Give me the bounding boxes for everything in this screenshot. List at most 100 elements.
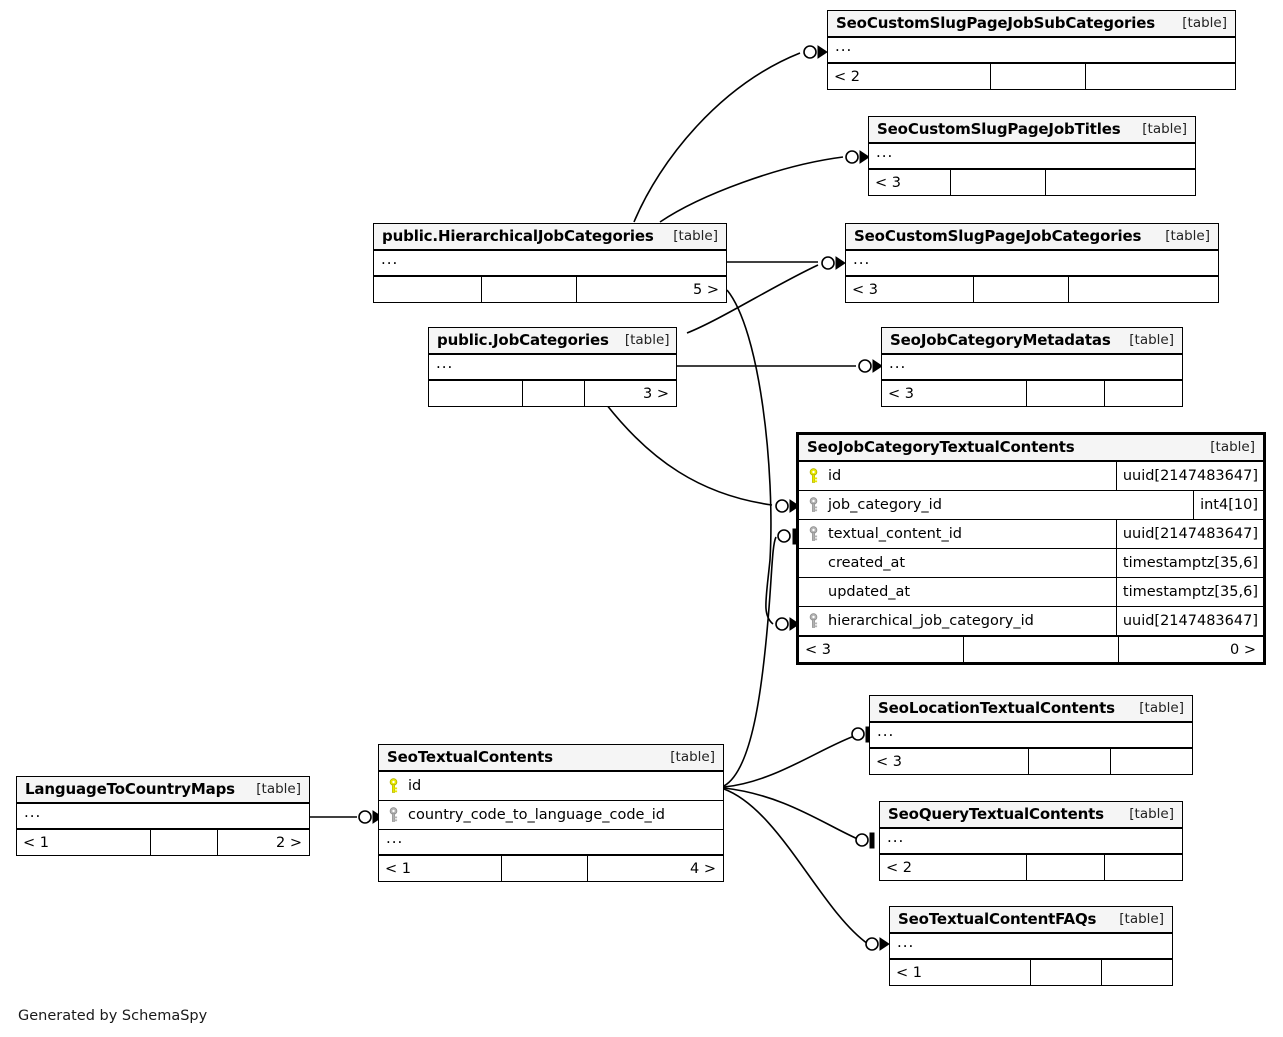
table-node-seo-textual-contents[interactable]: SeoTextualContents [table] id	[378, 744, 724, 882]
table-type-tag: [table]	[1119, 911, 1164, 927]
footer-middle	[1026, 855, 1104, 880]
footer-incoming-count: < 2	[886, 859, 912, 876]
column-type: int4[10]	[1193, 491, 1263, 519]
table-node-seo-job-category-metadatas[interactable]: SeoJobCategoryMetadatas [table] ... < 3	[881, 327, 1183, 407]
table-footer: < 2	[880, 854, 1182, 880]
table-footer: < 3	[882, 380, 1182, 406]
table-node-seo-query-textual-contents[interactable]: SeoQueryTextualContents [table] ... < 2	[879, 801, 1183, 881]
table-row[interactable]: id uuid[2147483647]	[799, 462, 1263, 491]
table-node-seo-custom-slug-page-job-sub-categories[interactable]: SeoCustomSlugPageJobSubCategories [table…	[827, 10, 1236, 90]
column-cell: hierarchical_job_category_id	[799, 613, 1116, 629]
column-name: country_code_to_language_code_id	[408, 807, 665, 823]
edge-hierarchical-to-jobcategorytextual-hierarchical	[726, 289, 774, 625]
table-footer: 3 >	[429, 380, 676, 406]
footer-middle	[1028, 749, 1110, 774]
footer-incoming-count: < 1	[896, 964, 922, 981]
table-title-bar: public.JobCategories [table]	[429, 328, 676, 355]
column-cell: id	[799, 468, 1116, 484]
footer-incoming-count: < 1	[385, 860, 411, 877]
column-name: hierarchical_job_category_id	[828, 613, 1034, 629]
footer-middle	[522, 381, 584, 406]
table-node-seo-custom-slug-page-job-titles[interactable]: SeoCustomSlugPageJobTitles [table] ... <…	[868, 116, 1196, 196]
column-cell: job_category_id	[799, 497, 1193, 513]
primary-key-icon	[389, 778, 398, 793]
table-row[interactable]: created_at timestamptz[35,6]	[799, 549, 1263, 578]
table-name: SeoTextualContentFAQs	[898, 910, 1097, 928]
footer-incoming-count: < 3	[805, 641, 831, 658]
footer-incoming-count: < 3	[876, 753, 902, 770]
collapsed-columns-row: ...	[880, 828, 1182, 854]
foreign-key-icon	[809, 526, 818, 541]
table-row[interactable]: updated_at timestamptz[35,6]	[799, 578, 1263, 607]
table-name: SeoTextualContents	[387, 748, 553, 766]
footer-middle	[963, 637, 1118, 662]
table-footer: < 1 4 >	[379, 855, 723, 881]
table-row[interactable]: textual_content_id uuid[2147483647]	[799, 520, 1263, 549]
table-name: SeoQueryTextualContents	[888, 805, 1104, 823]
column-name: id	[408, 778, 422, 794]
table-name: SeoCustomSlugPageJobCategories	[854, 227, 1142, 245]
column-cell: country_code_to_language_code_id	[379, 807, 723, 823]
table-row[interactable]: country_code_to_language_code_id	[379, 801, 723, 830]
footer-outgoing-count	[1101, 960, 1172, 985]
collapsed-columns-row: ...	[890, 933, 1172, 959]
column-name: job_category_id	[828, 497, 942, 513]
edge-textualcontents-to-querytextualcontents	[723, 787, 861, 841]
column-name: textual_content_id	[828, 526, 962, 542]
footer-outgoing-count: 3 >	[584, 381, 676, 406]
collapsed-columns-row: ...	[882, 354, 1182, 380]
footer-outgoing-count	[1104, 855, 1182, 880]
table-title-bar: SeoJobCategoryMetadatas [table]	[882, 328, 1182, 355]
footer-middle	[973, 277, 1068, 302]
table-node-public-job-categories[interactable]: public.JobCategories [table] ... 3 >	[428, 327, 677, 407]
table-row[interactable]: job_category_id int4[10]	[799, 491, 1263, 520]
table-title-bar: SeoQueryTextualContents [table]	[880, 802, 1182, 829]
table-type-tag: [table]	[1210, 439, 1255, 455]
foreign-key-icon	[809, 613, 818, 628]
footer-outgoing-count: 2 >	[217, 830, 309, 855]
table-title-bar: SeoCustomSlugPageJobSubCategories [table…	[828, 11, 1235, 38]
column-cell: textual_content_id	[799, 526, 1116, 542]
table-type-tag: [table]	[1142, 121, 1187, 137]
collapsed-columns-row: ...	[870, 722, 1192, 748]
generator-credit: Generated by SchemaSpy	[18, 1008, 208, 1024]
table-title-bar: public.HierarchicalJobCategories [table]	[374, 224, 726, 251]
column-type: timestamptz[35,6]	[1115, 549, 1263, 577]
foreign-key-icon	[809, 497, 818, 512]
footer-outgoing-count	[1045, 170, 1195, 195]
column-type: uuid[2147483647]	[1115, 520, 1263, 548]
column-type: uuid[2147483647]	[1115, 462, 1263, 490]
table-node-seo-location-textual-contents[interactable]: SeoLocationTextualContents [table] ... <…	[869, 695, 1193, 775]
footer-middle	[1030, 960, 1101, 985]
table-node-seo-job-category-textual-contents[interactable]: SeoJobCategoryTextualContents [table] id…	[796, 432, 1266, 665]
table-row[interactable]: hierarchical_job_category_id uuid[214748…	[799, 607, 1263, 636]
table-node-language-to-country-maps[interactable]: LanguageToCountryMaps [table] ... < 1 2 …	[16, 776, 310, 856]
column-cell: updated_at	[799, 584, 1116, 600]
collapsed-columns-row: ...	[869, 143, 1195, 169]
table-footer: < 2	[828, 63, 1235, 89]
edge-textualcontents-to-textualcontentfaqs	[723, 788, 869, 945]
footer-incoming-count: < 3	[875, 174, 901, 191]
table-type-tag: [table]	[673, 228, 718, 244]
foreign-key-icon	[389, 807, 398, 822]
table-type-tag: [table]	[1182, 15, 1227, 31]
table-title-bar: SeoCustomSlugPageJobCategories [table]	[846, 224, 1218, 251]
table-node-seo-custom-slug-page-job-categories[interactable]: SeoCustomSlugPageJobCategories [table] .…	[845, 223, 1219, 303]
table-node-public-hierarchical-job-categories[interactable]: public.HierarchicalJobCategories [table]…	[373, 223, 727, 303]
collapsed-columns-row: ...	[846, 250, 1218, 276]
table-node-seo-textual-content-faqs[interactable]: SeoTextualContentFAQs [table] ... < 1	[889, 906, 1173, 986]
table-name: public.JobCategories	[437, 331, 609, 349]
table-type-tag: [table]	[1139, 700, 1184, 716]
footer-middle	[481, 277, 576, 302]
table-row[interactable]: id	[379, 772, 723, 801]
table-name: SeoJobCategoryTextualContents	[807, 438, 1075, 456]
table-footer: < 1 2 >	[17, 829, 309, 855]
edge-textualcontents-to-jobcategorytextual-textualcontent	[723, 536, 777, 787]
column-cell: id	[379, 778, 723, 794]
footer-outgoing-count	[1085, 64, 1235, 89]
collapsed-columns-row: ...	[17, 803, 309, 829]
footer-incoming-count	[374, 277, 481, 302]
table-name: SeoCustomSlugPageJobSubCategories	[836, 14, 1156, 32]
table-title-bar: SeoCustomSlugPageJobTitles [table]	[869, 117, 1195, 144]
